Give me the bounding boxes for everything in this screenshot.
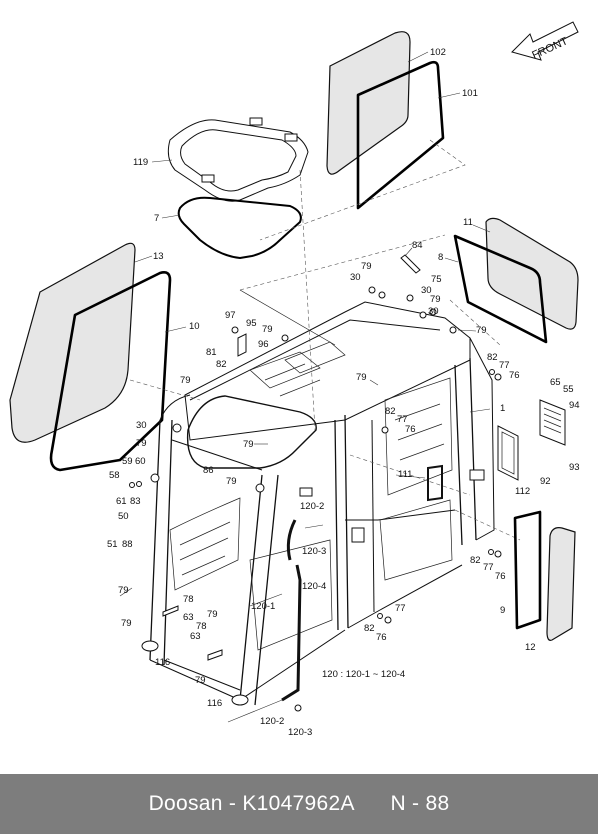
fasteners [129,254,502,712]
label-78: 78 [183,594,194,605]
label-101: 101 [462,88,478,99]
label-11: 11 [463,217,473,228]
label-79: 79 [207,609,218,620]
part-number-labels: 102 101 119 7 13 10 84 79 30 75 30 79 30… [107,47,580,738]
label-76: 76 [405,424,416,435]
label-61: 61 [116,496,127,507]
label-88: 88 [122,539,133,550]
label-81: 81 [206,347,217,358]
label-50: 50 [118,511,129,522]
rear-window-glass [326,31,445,210]
page-label: N - 88 [390,792,450,815]
part-number: K1047962A [242,792,354,815]
label-10: 10 [189,321,200,332]
label-82: 82 [487,352,498,363]
label-79: 79 [356,372,367,383]
label-97: 97 [225,310,236,321]
label-75: 75 [431,274,442,285]
label-63: 63 [190,631,201,642]
label-119: 119 [133,157,148,168]
label-82: 82 [216,359,227,370]
label-79: 79 [226,476,237,487]
label-59: 59 [122,456,133,467]
footer-separator: - [222,792,243,815]
label-60: 60 [135,456,146,467]
label-92: 92 [540,476,551,487]
assembly-note: 120 : 120-1 ~ 120-4 [322,669,405,680]
label-30: 30 [428,306,439,317]
label-116: 116 [155,657,170,668]
reference-lines [129,139,521,541]
footer-caption: Doosan - K1047962A N - 88 [149,792,450,816]
label-12: 12 [525,642,536,653]
label-79: 79 [180,375,191,386]
roof-hatch [167,117,309,259]
label-58: 58 [109,470,120,481]
label-1: 1 [500,403,505,414]
label-120-3: 120-3 [288,727,312,738]
label-7: 7 [154,213,159,224]
left-door-glass [9,242,172,472]
footer-bar: Doosan - K1047962A N - 88 [0,774,598,834]
label-83: 83 [130,496,141,507]
leader-lines [119,51,491,723]
handrail-assembly [141,519,302,706]
label-79: 79 [430,294,441,305]
label-30: 30 [421,285,432,296]
air-filter-assembly [497,399,566,481]
label-77: 77 [483,562,494,573]
label-94: 94 [569,400,580,411]
label-51: 51 [107,539,118,550]
label-79: 79 [195,675,206,686]
label-78: 78 [196,621,207,632]
label-95: 95 [246,318,257,329]
label-82: 82 [470,555,481,566]
label-120-3: 120-3 [302,546,326,557]
brand-name: Doosan [148,792,223,815]
label-82: 82 [364,623,375,634]
right-side-glass [453,217,579,344]
label-120-1: 120-1 [251,601,275,612]
label-30: 30 [136,420,147,431]
front-direction-arrow: FRONT [511,21,579,62]
label-102: 102 [430,47,446,58]
label-93: 93 [569,462,580,473]
label-76: 76 [376,632,387,643]
label-76: 76 [509,370,520,381]
label-13: 13 [153,251,164,262]
label-116: 116 [207,698,222,709]
cab-frame [149,301,495,706]
label-96: 96 [258,339,269,350]
label-76: 76 [495,571,506,582]
label-79: 79 [121,618,132,629]
label-55: 55 [563,384,574,395]
label-120-2: 120-2 [260,716,284,727]
lower-right-glass [513,510,576,641]
label-30: 30 [350,272,361,283]
label-79: 79 [243,439,254,450]
label-8: 8 [438,252,443,263]
front-direction-label: FRONT [530,35,570,61]
cab-exploded-parts-diagram: FRONT [9,21,580,738]
label-79: 79 [361,261,372,272]
label-79: 79 [262,324,273,335]
label-79: 79 [476,325,487,336]
label-82: 82 [385,406,396,417]
label-9: 9 [500,605,505,616]
label-79: 79 [118,585,129,596]
label-77: 77 [499,360,510,371]
label-77: 77 [395,603,406,614]
label-120-2: 120-2 [300,501,324,512]
label-120-4: 120-4 [302,581,326,592]
label-63: 63 [183,612,194,623]
label-84: 84 [412,240,423,251]
label-86: 86 [203,465,214,476]
label-112: 112 [515,486,530,497]
label-77: 77 [397,414,408,425]
label-65: 65 [550,377,561,388]
label-79: 79 [136,438,147,449]
label-111: 111 [398,469,412,480]
